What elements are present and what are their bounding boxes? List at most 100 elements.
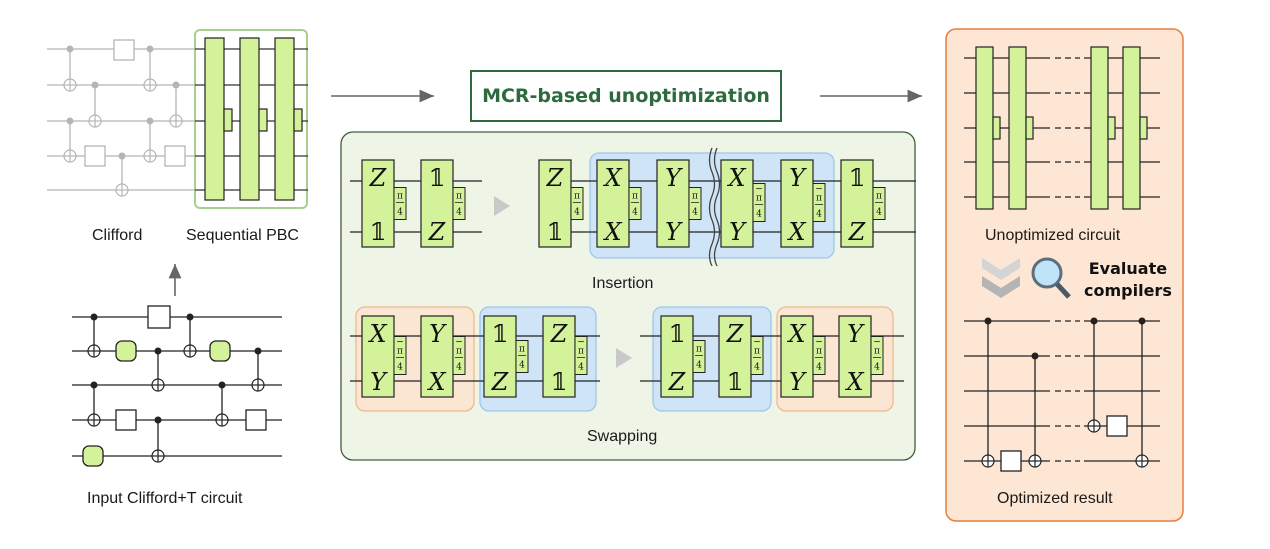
pauli-gate — [361, 159, 395, 248]
clifford-box-gate — [245, 409, 267, 431]
pauli-symbol: Y — [429, 320, 447, 348]
pauli-symbol: Y — [789, 164, 807, 192]
pauli-symbol: Z — [428, 218, 447, 246]
angle-four: 4 — [397, 208, 403, 218]
control-dot — [90, 313, 98, 321]
angle-pi: π — [632, 192, 638, 202]
t-gate — [115, 340, 137, 362]
rotation-angle-tab — [870, 336, 884, 375]
insertion-label: Insertion — [592, 275, 654, 292]
angle-four: 4 — [692, 208, 698, 218]
pbc-gate — [239, 37, 260, 201]
swapping-label: Swapping — [587, 428, 658, 445]
clifford-box-gate — [115, 409, 137, 431]
rotation-angle-tab — [628, 187, 642, 220]
angle-four: 4 — [456, 208, 462, 218]
angle-four: 4 — [578, 363, 584, 373]
angle-pi: π — [456, 192, 462, 202]
control-dot — [154, 347, 162, 355]
angle-pi: π — [456, 347, 462, 357]
angle-pi: π — [816, 347, 822, 357]
angle-sign: − — [753, 338, 761, 348]
pbc-rotation-tab — [223, 108, 233, 132]
pauli-symbol: X — [726, 164, 746, 192]
pauli-symbol: Z — [546, 164, 565, 192]
pauli-gate — [542, 315, 576, 398]
angle-pi: π — [692, 192, 698, 202]
t-gate — [82, 445, 104, 467]
magnifier-handle — [1055, 282, 1071, 299]
angle-four: 4 — [696, 361, 702, 371]
angle-sign: − — [755, 185, 763, 195]
pbc-rotation-tab — [1139, 116, 1148, 140]
pbc-rotation-tab — [1025, 116, 1034, 140]
pauli-symbol: Y — [789, 368, 807, 396]
pbc-gate — [274, 37, 295, 201]
angle-pi: π — [754, 347, 760, 357]
rotation-angle-tab — [574, 336, 588, 375]
control-dot — [254, 347, 262, 355]
pauli-symbol: Y — [665, 218, 683, 246]
control-dot — [1031, 352, 1039, 360]
angle-four: 4 — [397, 363, 403, 373]
evaluate-compilers-label: Evaluate compilers — [1084, 258, 1172, 302]
pauli-symbol: X — [426, 368, 446, 396]
wire-break-icon — [713, 147, 721, 267]
control-dot — [172, 81, 180, 89]
pauli-symbol: Z — [726, 320, 745, 348]
rotation-angle-tab — [393, 187, 407, 220]
pauli-symbol: 𝟙 — [429, 164, 446, 192]
angle-pi: π — [397, 192, 403, 202]
pauli-gate — [780, 315, 814, 398]
angle-pi: π — [578, 347, 584, 357]
control-dot — [218, 381, 226, 389]
wire-break-icon — [708, 147, 716, 267]
rotation-angle-tab — [750, 336, 764, 375]
rotation-angle-tab — [515, 340, 529, 373]
evaluate-line1: Evaluate — [1088, 259, 1168, 278]
angle-sign: − — [396, 338, 404, 348]
clifford-box-gate — [113, 39, 135, 61]
pbc-gate — [975, 46, 994, 210]
pauli-symbol: 𝟙 — [669, 320, 686, 348]
pbc-rotation-tab — [992, 116, 1001, 140]
angle-pi: π — [519, 345, 525, 355]
rotation-angle-tab — [452, 187, 466, 220]
pauli-symbol: Z — [848, 218, 867, 246]
pauli-gate — [483, 315, 517, 398]
angle-four: 4 — [876, 208, 882, 218]
pauli-symbol: 𝟙 — [370, 218, 387, 246]
sequential-pbc-label: Sequential PBC — [186, 227, 299, 244]
pbc-rotation-tab — [1107, 116, 1116, 140]
play-arrow-icon — [494, 196, 510, 216]
rotation-angle-tab — [452, 336, 466, 375]
pbc-rotation-tab — [258, 108, 268, 132]
input-circuit-label: Input Clifford+T circuit — [87, 490, 243, 507]
pbc-rotation-tab — [293, 108, 303, 132]
angle-four: 4 — [632, 208, 638, 218]
pauli-symbol: Y — [665, 164, 683, 192]
rotation-angle-tab — [872, 187, 886, 220]
pauli-gate — [840, 159, 874, 248]
pauli-gate — [420, 315, 454, 398]
angle-four: 4 — [874, 363, 880, 373]
pauli-symbol: 𝟙 — [492, 320, 509, 348]
clifford-box-gate — [84, 145, 106, 167]
angle-sign: − — [455, 338, 463, 348]
clifford-label: Clifford — [92, 227, 143, 244]
pauli-gate — [361, 315, 395, 398]
rotation-angle-tab — [570, 187, 584, 220]
angle-sign: − — [815, 338, 823, 348]
pauli-symbol: 𝟙 — [727, 368, 744, 396]
magnifier-icon — [1031, 257, 1063, 289]
pauli-symbol: 𝟙 — [849, 164, 866, 192]
pauli-gate — [720, 159, 754, 248]
angle-sign: − — [815, 185, 823, 195]
angle-four: 4 — [756, 210, 762, 220]
clifford-box-gate — [1106, 415, 1128, 437]
control-dot — [984, 317, 992, 325]
angle-four: 4 — [754, 363, 760, 373]
angle-sign: − — [873, 338, 881, 348]
pauli-symbol: 𝟙 — [551, 368, 568, 396]
rotation-angle-tab — [688, 187, 702, 220]
